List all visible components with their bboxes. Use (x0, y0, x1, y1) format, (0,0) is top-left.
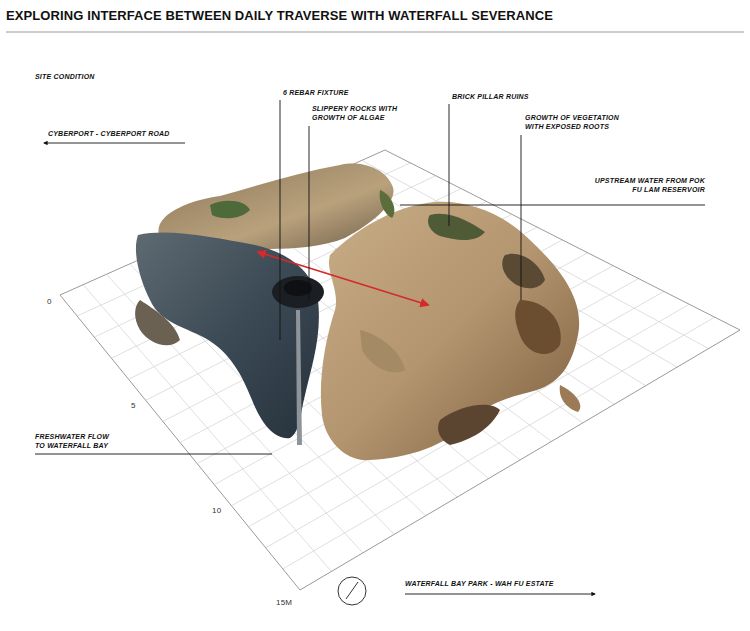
callout-label: SLIPPERY ROCKS WITH GROWTH OF ALGAE (312, 104, 408, 122)
leader-lines (35, 100, 705, 594)
scale-number: 15M (276, 598, 292, 607)
callout-label: CYBERPORT - CYBERPORT ROAD (48, 129, 170, 138)
callout-label: 6 REBAR FIXTURE (283, 88, 349, 97)
callout-label: WATERFALL BAY PARK - WAH FU ESTATE (405, 579, 554, 588)
scale-number: 5 (131, 401, 136, 410)
scale-number: 0 (47, 297, 52, 306)
callout-label: FRESHWATER FLOW TO WATERFALL BAY (35, 432, 117, 450)
ground-grid (60, 150, 740, 590)
traverse-arrow (258, 252, 428, 305)
scale-number: 10 (212, 506, 221, 515)
north-compass (338, 577, 366, 605)
terrain-model (135, 164, 580, 461)
callout-label: GROWTH OF VEGETATION WITH EXPOSED ROOTS (525, 113, 627, 131)
callout-label: SITE CONDITION (35, 72, 95, 81)
callout-label: BRICK PILLAR RUINS (452, 92, 529, 101)
callout-label: UPSTREAM WATER FROM POK FU LAM RESERVOIR (585, 176, 705, 194)
title-rule (6, 32, 744, 33)
diagram-title: EXPLORING INTERFACE BETWEEN DAILY TRAVER… (6, 8, 553, 23)
